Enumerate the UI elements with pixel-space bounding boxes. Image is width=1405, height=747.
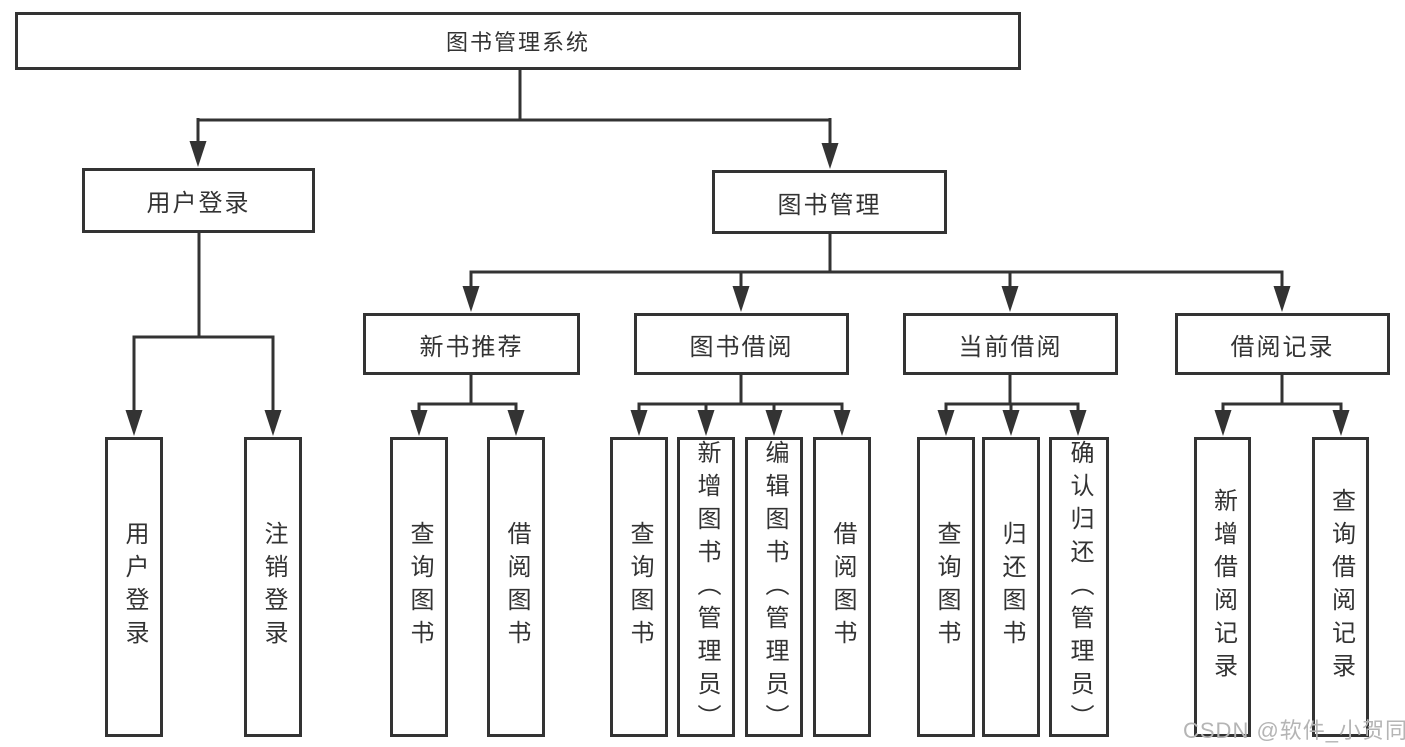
watermark: CSDN @软件_小贺同学 bbox=[1183, 718, 1405, 743]
node-label: 用户登录 bbox=[146, 190, 251, 217]
node-label: 图书管理系统 bbox=[445, 30, 590, 55]
node-new-book-recommend: 新书推荐 bbox=[363, 313, 580, 375]
leaf-logout: 注销登录 bbox=[244, 437, 302, 737]
leaf-label: 归还图书 bbox=[998, 521, 1025, 653]
node-label: 图书借阅 bbox=[689, 333, 794, 361]
node-current-borrow: 当前借阅 bbox=[903, 313, 1118, 375]
leaf-recommend-borrow-books: 借阅图书 bbox=[487, 437, 545, 737]
leaf-label: 借阅图书 bbox=[503, 521, 530, 653]
node-book-management: 图书管理 bbox=[712, 170, 947, 234]
leaf-label: 用户登录 bbox=[121, 521, 148, 653]
leaf-label: 新增借阅记录 bbox=[1209, 488, 1237, 686]
node-label: 图书管理 bbox=[777, 191, 882, 219]
node-user-login: 用户登录 bbox=[82, 168, 315, 233]
leaf-label: 编辑图书（管理员） bbox=[761, 440, 788, 737]
leaf-recommend-query-books: 查询图书 bbox=[390, 437, 448, 737]
leaf-label: 查询图书 bbox=[406, 521, 433, 653]
node-label: 新书推荐 bbox=[419, 333, 524, 361]
node-label: 当前借阅 bbox=[958, 333, 1063, 361]
leaf-label: 注销登录 bbox=[260, 521, 287, 653]
leaf-user-login: 用户登录 bbox=[105, 437, 163, 737]
leaf-current-query-books: 查询图书 bbox=[917, 437, 975, 737]
leaf-borrow-edit-books-admin: 编辑图书（管理员） bbox=[745, 437, 803, 737]
node-label: 借阅记录 bbox=[1230, 333, 1335, 361]
leaf-borrow-add-books-admin: 新增图书（管理员） bbox=[677, 437, 735, 737]
leaf-records-query-record: 查询借阅记录 bbox=[1312, 437, 1369, 737]
leaf-records-add-record: 新增借阅记录 bbox=[1194, 437, 1251, 737]
leaf-label: 借阅图书 bbox=[829, 521, 856, 653]
leaf-current-return-books: 归还图书 bbox=[982, 437, 1040, 737]
leaf-label: 查询图书 bbox=[626, 521, 653, 653]
leaf-label: 查询借阅记录 bbox=[1327, 488, 1355, 686]
node-library-management-system: 图书管理系统 bbox=[15, 12, 1021, 70]
leaf-label: 新增图书（管理员） bbox=[693, 440, 720, 737]
leaf-borrow-query-books: 查询图书 bbox=[610, 437, 668, 737]
leaf-borrow-borrow-books: 借阅图书 bbox=[813, 437, 871, 737]
leaf-label: 确认归还（管理员） bbox=[1066, 440, 1093, 737]
leaf-label: 查询图书 bbox=[933, 521, 960, 653]
node-book-borrow: 图书借阅 bbox=[634, 313, 849, 375]
node-borrow-records: 借阅记录 bbox=[1175, 313, 1390, 375]
leaf-current-confirm-return-admin: 确认归还（管理员） bbox=[1049, 437, 1109, 737]
